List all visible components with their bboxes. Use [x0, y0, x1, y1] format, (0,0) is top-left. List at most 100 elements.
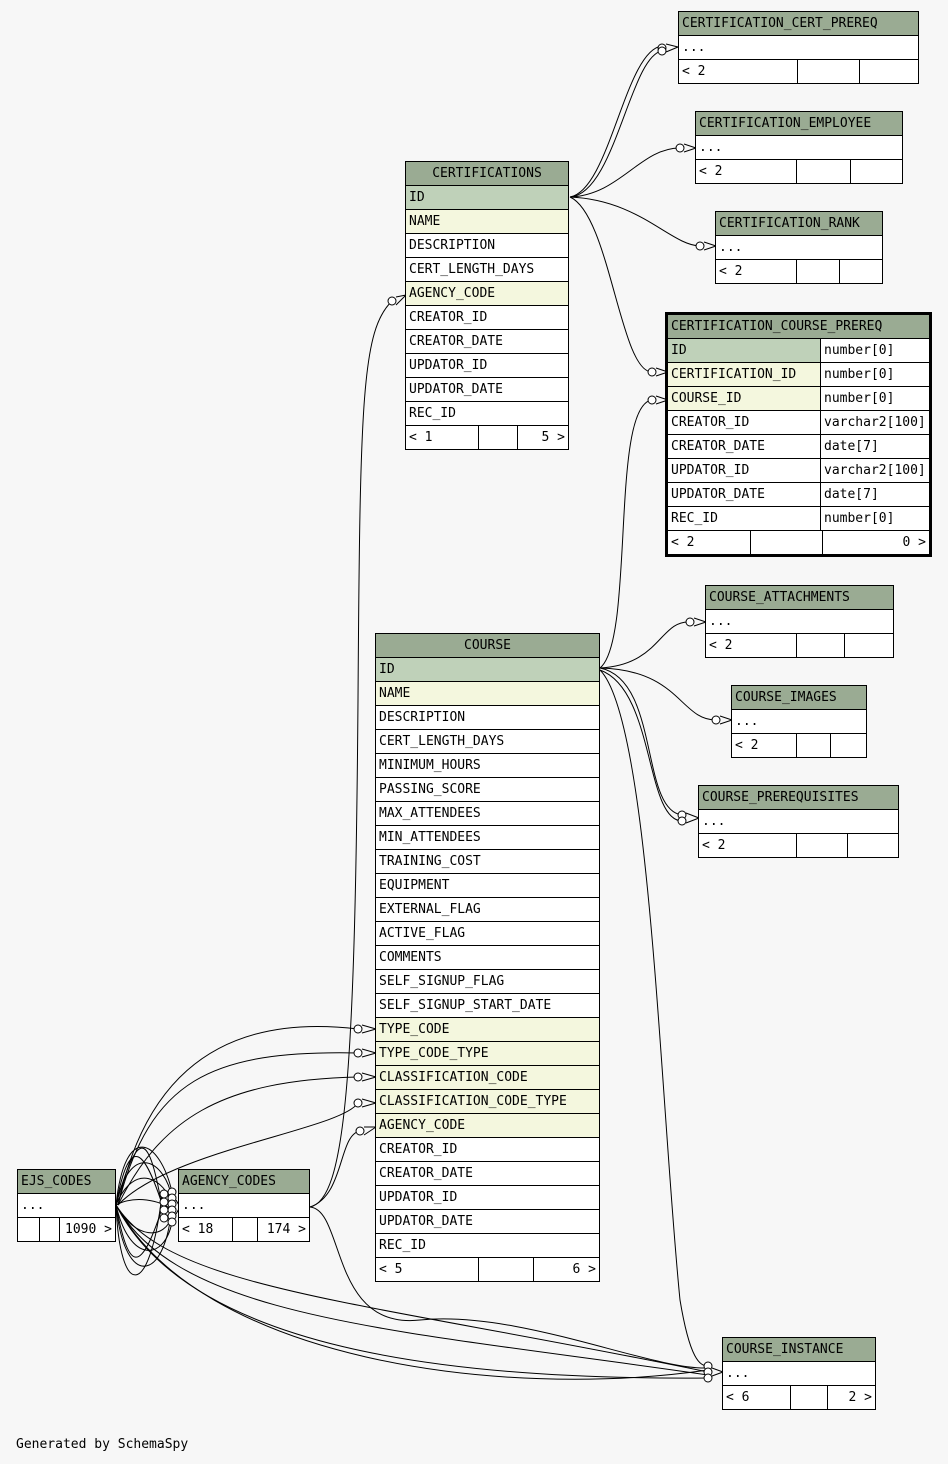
table-course-images[interactable]: COURSE_IMAGES ... < 2 — [731, 685, 867, 758]
column-row[interactable]: SELF_SIGNUP_START_DATE — [376, 994, 599, 1018]
table-title: CERTIFICATION_COURSE_PREREQ — [668, 315, 929, 339]
column-row[interactable]: ID — [376, 658, 599, 682]
table-course-attachments[interactable]: COURSE_ATTACHMENTS ... < 2 — [705, 585, 894, 658]
column-row[interactable]: COMMENTS — [376, 946, 599, 970]
edge-ejs-agency-1 — [115, 1146, 173, 1206]
table-footer: < 1 5 > — [406, 426, 568, 449]
column-name: DESCRIPTION — [409, 238, 496, 253]
column-row[interactable]: ... — [18, 1194, 115, 1218]
column-row[interactable]: UPDATOR_ID — [376, 1186, 599, 1210]
column-row[interactable]: TYPE_CODE — [376, 1018, 599, 1042]
parents-count: < 18 — [182, 1222, 214, 1237]
column-row[interactable]: CREATOR_DATE — [406, 330, 568, 354]
table-course[interactable]: COURSE ID NAME DESCRIPTION CERT_LENGTH_D… — [375, 633, 600, 1282]
children-count: 6 > — [533, 1258, 599, 1281]
column-name: CERTIFICATION_ID — [671, 367, 797, 382]
column-row[interactable]: CLASSIFICATION_CODE_TYPE — [376, 1090, 599, 1114]
column-row[interactable]: CREATOR_ID — [376, 1138, 599, 1162]
column-row[interactable]: SELF_SIGNUP_FLAG — [376, 970, 599, 994]
column-name: SELF_SIGNUP_START_DATE — [379, 998, 552, 1013]
table-certifications[interactable]: CERTIFICATIONS ID NAME DESCRIPTION CERT_… — [405, 161, 569, 450]
column-name: TRAINING_COST — [379, 854, 481, 869]
column-name: EQUIPMENT — [379, 878, 450, 893]
children-count: 174 > — [257, 1218, 309, 1241]
column-row[interactable]: NAME — [406, 210, 568, 234]
column-type: number[0] — [820, 339, 929, 362]
column-name: AGENCY_CODE — [409, 286, 496, 301]
column-row[interactable]: CLASSIFICATION_CODE — [376, 1066, 599, 1090]
column-row[interactable]: CERT_LENGTH_DAYS — [376, 730, 599, 754]
column-name: CLASSIFICATION_CODE_TYPE — [379, 1094, 567, 1109]
column-type: varchar2[100] — [820, 459, 929, 482]
column-row[interactable]: TRAINING_COST — [376, 850, 599, 874]
table-footer: < 2 — [699, 834, 898, 857]
column-row[interactable]: UPDATOR_DATE — [406, 378, 568, 402]
column-row[interactable]: EQUIPMENT — [376, 874, 599, 898]
table-title: COURSE — [376, 634, 599, 658]
table-certification-rank[interactable]: CERTIFICATION_RANK ... < 2 — [715, 211, 883, 284]
table-title: CERTIFICATION_EMPLOYEE — [696, 112, 902, 136]
table-agency-codes[interactable]: AGENCY_CODES ... < 18 174 > — [178, 1169, 310, 1242]
parents-count: < 2 — [671, 535, 695, 550]
edge-ejs-agency-8 — [115, 1193, 163, 1276]
column-name: ... — [719, 240, 743, 255]
column-row[interactable]: REC_ID — [406, 402, 568, 426]
column-row[interactable]: MAX_ATTENDEES — [376, 802, 599, 826]
column-row[interactable]: MINIMUM_HOURS — [376, 754, 599, 778]
column-name: CLASSIFICATION_CODE — [379, 1070, 528, 1085]
edge-course-attachments — [599, 621, 691, 669]
table-certification-cert-prereq[interactable]: CERTIFICATION_CERT_PREREQ ... < 2 — [678, 11, 919, 84]
column-row[interactable]: NAME — [376, 682, 599, 706]
edge-ejs-agency-11 — [115, 1147, 165, 1219]
table-footer: < 18 174 > — [179, 1218, 309, 1241]
column-row[interactable]: AGENCY_CODE — [376, 1114, 599, 1138]
column-row[interactable]: UPDATOR_ID — [406, 354, 568, 378]
table-certification-employee[interactable]: CERTIFICATION_EMPLOYEE ... < 2 — [695, 111, 903, 184]
column-row[interactable]: PASSING_SCORE — [376, 778, 599, 802]
column-row[interactable]: REC_ID — [376, 1234, 599, 1258]
table-course-instance[interactable]: COURSE_INSTANCE ... < 6 2 > — [722, 1337, 876, 1410]
column-name: CREATOR_DATE — [671, 439, 765, 454]
column-row[interactable]: MIN_ATTENDEES — [376, 826, 599, 850]
parents-count: < 5 — [379, 1262, 403, 1277]
column-row[interactable]: CREATOR_ID — [406, 306, 568, 330]
column-row[interactable]: ... — [696, 136, 902, 160]
column-row[interactable]: TYPE_CODE_TYPE — [376, 1042, 599, 1066]
table-footer: < 2 0 > — [668, 531, 929, 554]
edge-certifications-course-prereq — [569, 196, 653, 373]
edge-ejs-agency-9 — [115, 1201, 165, 1258]
column-row[interactable]: CREATOR_DATE — [376, 1162, 599, 1186]
column-row[interactable]: CERT_LENGTH_DAYS — [406, 258, 568, 282]
table-course-prerequisites[interactable]: COURSE_PREREQUISITES ... < 2 — [698, 785, 899, 858]
column-row[interactable]: EXTERNAL_FLAG — [376, 898, 599, 922]
table-ejs-codes[interactable]: EJS_CODES ... 1090 > — [17, 1169, 116, 1242]
column-row[interactable]: DESCRIPTION — [406, 234, 568, 258]
column-row[interactable]: ACTIVE_FLAG — [376, 922, 599, 946]
rows-count — [796, 160, 850, 183]
column-name: ... — [182, 1198, 206, 1213]
column-row[interactable]: ID — [406, 186, 568, 210]
column-row[interactable]: UPDATOR_DATE — [376, 1210, 599, 1234]
column-row[interactable]: AGENCY_CODE — [406, 282, 568, 306]
column-row[interactable]: ... — [699, 810, 898, 834]
column-name: UPDATOR_DATE — [409, 382, 503, 397]
column-row[interactable]: DESCRIPTION — [376, 706, 599, 730]
edge-certifications-cert-prereq-a — [569, 45, 663, 198]
column-row[interactable]: ... — [723, 1362, 875, 1386]
column-type: date[7] — [820, 483, 929, 506]
edge-agency-instance — [309, 1206, 709, 1369]
column-row[interactable]: ... — [732, 710, 866, 734]
column-row[interactable]: ... — [679, 36, 918, 60]
column-row[interactable]: ... — [179, 1194, 309, 1218]
column-row[interactable]: ... — [716, 236, 882, 260]
column-row[interactable]: ... — [706, 610, 893, 634]
